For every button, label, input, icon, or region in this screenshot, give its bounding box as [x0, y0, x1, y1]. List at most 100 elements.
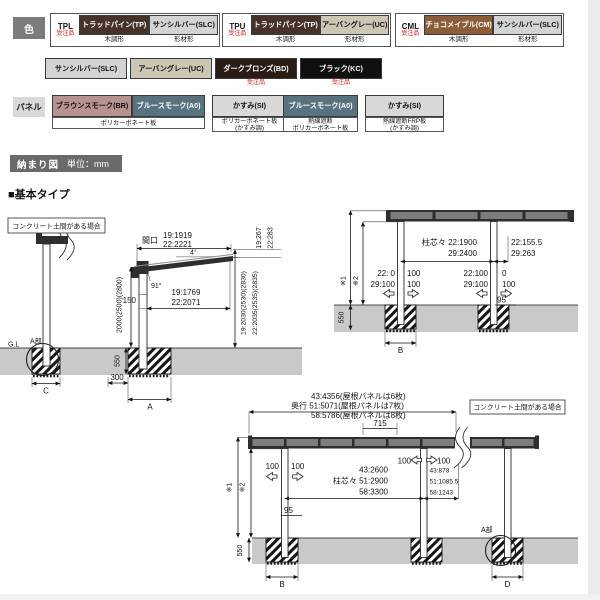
dim-label: 100: [407, 280, 421, 289]
color-swatch: ダークブロンズ(BD): [215, 58, 297, 79]
dim-label: 29:100: [464, 280, 489, 289]
section-title: 納まり図: [17, 159, 60, 171]
dim-label: 95: [497, 296, 506, 305]
dim-label: 29:2400: [448, 249, 477, 258]
panel-material-caption: 熱線遮断ポリカーボネート板: [283, 117, 358, 132]
depth-note: 奥行 51:5071(屋根パネルは7枚): [291, 401, 404, 411]
dim-label: 100: [437, 457, 451, 466]
color-single: ブラック(KC) 受注品: [300, 58, 382, 88]
swatch-caption: 木調形: [448, 36, 469, 43]
detail-a-circle: [25, 342, 60, 377]
dim-label: 100: [407, 269, 421, 278]
concrete-note: コンクリート土間がある場合: [473, 403, 562, 412]
adjust-arrow-icon: [383, 289, 395, 298]
panel-material-caption: ポリカーボネート板: [52, 117, 205, 129]
panel-row-label: パネル: [13, 97, 45, 117]
color-single: サンシルバー(SLC): [45, 58, 127, 88]
dim-label: 22:155.5: [511, 238, 543, 247]
dim-label: 29:263: [511, 249, 536, 258]
swatch-caption: 形材形: [344, 36, 365, 43]
dim-label: 300: [110, 373, 124, 382]
color-swatch: サンシルバー(SLC): [45, 58, 127, 79]
color-code-label: TPL: [57, 21, 73, 31]
roof-bar: [388, 210, 572, 222]
dim-label: 柱芯々 51:2900: [333, 476, 389, 486]
subsection-title: ■基本タイプ: [8, 189, 70, 201]
panel-material-caption: 熱線遮断FRP板(かすみ調): [365, 117, 444, 132]
dim-label: 51:1085.5: [430, 479, 459, 486]
dim-label: C: [43, 387, 49, 396]
dim-label: 43:878: [430, 468, 450, 475]
break-line: [453, 426, 464, 469]
panel-group-2: かすみ(SI) ポリカーボネート板(かすみ調): [212, 95, 287, 132]
dim-label: 150: [123, 296, 137, 305]
order-note: 受注品: [228, 31, 247, 38]
panel-swatch: ブラウンスモーク(BR): [52, 95, 132, 117]
section-unit: 単位：mm: [67, 159, 110, 169]
concrete-note: コンクリート土間がある場合: [12, 222, 101, 231]
post: [397, 221, 405, 325]
panel-swatch: ブルースモーク(A0): [283, 95, 358, 117]
swatch-caption: 木調形: [275, 36, 296, 43]
dim-label: B: [279, 580, 284, 589]
dim-label: 100: [291, 462, 305, 471]
roof-bar: [250, 437, 455, 449]
dim-label: 22:2071: [172, 298, 201, 307]
dim-label: 22: 0: [377, 269, 395, 278]
dim-label: 550: [339, 312, 346, 324]
order-note: [45, 79, 127, 88]
dim-label: 100: [502, 280, 516, 289]
color-group-tpu: TPU 受注品 トラッドパイン(TP) 木調形 アーバングレー(UC) 形材形: [222, 13, 391, 47]
dim-label: 0: [502, 269, 507, 278]
adjust-arrow-icon: [407, 289, 419, 298]
dim-label: 95: [284, 506, 293, 515]
color-row-label: 色: [13, 17, 45, 39]
adjust-arrow-icon: [476, 289, 488, 298]
side-view-diagram: コンクリート土間がある場合 G.L A部 C 間口 19:1919 22:222…: [0, 217, 302, 412]
angle-label: 4°: [190, 249, 197, 257]
depth-note: 58:5786(屋根パネルは8枚): [311, 410, 406, 420]
roof-panel: [134, 256, 233, 273]
panel-material-caption: ポリカーボネート板(かすみ調): [212, 117, 287, 132]
panel-swatch: かすみ(SI): [212, 95, 287, 117]
dim-label: 58:3300: [359, 488, 388, 497]
dim-label: 19:2030(2530)(2830): [241, 271, 248, 335]
panel-group-4: かすみ(SI) 熱線遮断FRP板(かすみ調): [365, 95, 444, 132]
dim-label: 43:2600: [359, 466, 388, 475]
depth-note: 43:4356(屋根パネルは6枚): [311, 391, 406, 401]
color-swatch: アーバングレー(UC): [320, 15, 389, 35]
footnote-label: ※2: [240, 483, 247, 493]
dim-label: 22:283: [268, 227, 275, 249]
caption-line: ポリカーボネート板: [292, 124, 349, 132]
color-swatch: サンシルバー(SLC): [493, 15, 562, 35]
caption-line: 熱線遮断: [308, 118, 333, 125]
color-code: TPL 受注品: [52, 15, 79, 45]
footnote-label: ※1: [227, 483, 234, 493]
dim-label: 550: [115, 355, 122, 367]
caption-line: (かすみ調): [390, 124, 419, 132]
panel-swatch: ブルースモーク(A0): [132, 95, 205, 117]
order-note: [130, 79, 212, 88]
order-note: 受注品: [401, 31, 420, 38]
post: [504, 448, 512, 558]
dim-label: 550: [237, 545, 244, 557]
panel-swatch: かすみ(SI): [365, 95, 444, 117]
color-swatch: サンシルバー(SLC): [149, 15, 219, 35]
swatch-caption: 形材形: [517, 36, 538, 43]
post-height-label: 2000(2500)(2800): [117, 277, 124, 333]
swatch-caption: 形材形: [173, 36, 194, 43]
color-single: アーバングレー(UC): [130, 58, 212, 88]
order-note: 受注品: [331, 80, 350, 86]
page-edge: [0, 594, 600, 600]
color-code: TPU 受注品: [224, 15, 251, 45]
dim-label: 19:267: [256, 227, 263, 249]
break-line: [461, 426, 472, 469]
adjust-arrow-icon: [266, 472, 278, 481]
roof-bar: [470, 437, 537, 449]
caption-line: ポリカーボネート板: [221, 118, 278, 125]
dimension-diagrams: コンクリート土間がある場合 G.L A部 C 間口 19:1919 22:222…: [0, 210, 578, 589]
dim-label: 58:1243: [430, 490, 454, 497]
swatch-caption: 木調形: [104, 36, 124, 43]
dim-label: 100: [398, 457, 412, 466]
